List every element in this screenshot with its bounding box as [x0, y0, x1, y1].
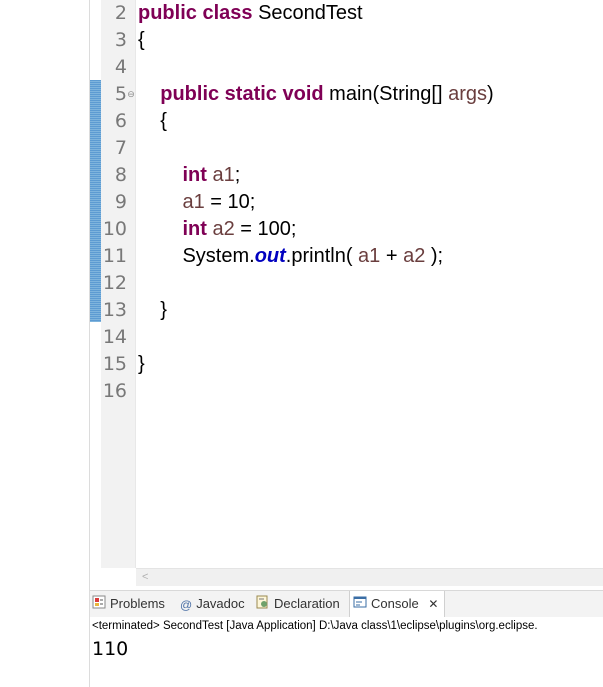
line-number: 12	[102, 272, 127, 294]
code-token: );	[425, 245, 444, 267]
code-line[interactable]: 3{	[0, 27, 603, 54]
code-text: int a1;	[138, 162, 240, 189]
view-gap	[90, 586, 603, 590]
code-token: .println(	[285, 245, 359, 267]
fold-toggle-icon[interactable]: ⊖	[127, 89, 135, 99]
console-output[interactable]: 110	[92, 638, 129, 660]
code-line[interactable]: 5⊖ public static void main(String[] args…	[0, 81, 603, 108]
tab-declaration-label: Declaration	[274, 596, 340, 611]
code-token: {	[138, 29, 145, 51]
code-token: {	[138, 110, 167, 132]
code-line[interactable]: 14	[0, 324, 603, 351]
scroll-left-arrow-icon[interactable]: <	[142, 571, 149, 583]
line-number: 2	[114, 2, 127, 24]
tab-declaration[interactable]: Declaration	[256, 591, 340, 617]
code-token: main(String[]	[329, 83, 449, 105]
javadoc-icon: @	[180, 597, 193, 612]
code-text: }	[138, 351, 145, 378]
line-number: 16	[102, 380, 127, 402]
tab-console[interactable]: Console ✕	[349, 591, 446, 618]
code-token	[138, 191, 182, 213]
keyword: public static void	[160, 83, 330, 105]
code-token: }	[138, 299, 167, 321]
code-line[interactable]: 7	[0, 135, 603, 162]
code-token: = 10;	[204, 191, 256, 213]
code-line[interactable]: 8 int a1;	[0, 162, 603, 189]
keyword: public class	[138, 2, 259, 24]
code-line[interactable]: 2 public class SecondTest	[0, 0, 603, 27]
line-number: 8	[114, 164, 127, 186]
quick-diff-change-bar	[90, 80, 101, 322]
code-text: int a2 = 100;	[138, 216, 296, 243]
line-number: 13	[102, 299, 127, 321]
code-text: public static void main(String[] args)	[138, 81, 494, 108]
line-number: 14	[102, 326, 127, 348]
code-line[interactable]: 10 int a2 = 100;	[0, 216, 603, 243]
line-number: 15	[102, 353, 127, 375]
line-number: 7	[114, 137, 127, 159]
code-line[interactable]: 13 }	[0, 297, 603, 324]
tab-problems-label: Problems	[110, 596, 165, 611]
code-token: SecondTest	[258, 2, 363, 24]
code-token: = 100;	[234, 218, 297, 240]
code-token: }	[138, 353, 145, 375]
code-token	[138, 164, 182, 186]
code-line[interactable]: 9 a1 = 10;	[0, 189, 603, 216]
code-line[interactable]: 15}	[0, 351, 603, 378]
code-line[interactable]: 16	[0, 378, 603, 405]
left-margin	[0, 0, 90, 687]
variable-ref: args	[448, 83, 487, 105]
code-token: +	[380, 245, 404, 267]
code-text: {	[138, 108, 167, 135]
code-line[interactable]: 6 {	[0, 108, 603, 135]
problems-icon	[92, 592, 106, 618]
line-number: 9	[114, 191, 127, 213]
code-token: System.	[138, 245, 255, 267]
code-token: ;	[234, 164, 241, 186]
variable-ref: a1	[212, 164, 235, 186]
variable-ref: a2	[403, 245, 426, 267]
variable-ref: a2	[212, 218, 235, 240]
tab-console-label: Console	[371, 596, 419, 611]
code-text: {	[138, 27, 145, 54]
line-number: 10	[102, 218, 127, 240]
ruler-divider	[135, 0, 136, 568]
tab-problems[interactable]: Problems	[92, 591, 165, 617]
code-line[interactable]: 4	[0, 54, 603, 81]
line-number: 4	[114, 56, 127, 78]
static-field: out	[254, 245, 286, 267]
code-line[interactable]: 12	[0, 270, 603, 297]
variable-ref: a1	[182, 191, 205, 213]
code-editor[interactable]	[90, 0, 603, 568]
line-number-ruler	[101, 0, 135, 568]
keyword: int	[182, 164, 213, 186]
line-number: 6	[114, 110, 127, 132]
console-status: <terminated> SecondTest [Java Applicatio…	[90, 617, 603, 635]
bottom-view-tabs: Problems @Javadoc Declaration Console ✕	[90, 590, 603, 618]
code-text: a1 = 10;	[138, 189, 255, 216]
code-text: System.out.println( a1 + a2 );	[138, 243, 443, 270]
line-number: 5	[114, 83, 127, 105]
line-number: 3	[114, 29, 127, 51]
tab-javadoc-label: Javadoc	[196, 596, 245, 611]
code-token	[138, 83, 160, 105]
horizontal-scrollbar[interactable]: <	[136, 568, 603, 586]
code-line[interactable]: 11 System.out.println( a1 + a2 );	[0, 243, 603, 270]
code-token	[138, 218, 182, 240]
left-border	[89, 0, 90, 687]
code-token: )	[487, 83, 494, 105]
tab-javadoc[interactable]: @Javadoc	[180, 591, 245, 617]
code-text: public class SecondTest	[138, 0, 363, 27]
close-icon[interactable]: ✕	[428, 597, 439, 611]
declaration-icon	[256, 592, 270, 618]
console-icon	[353, 592, 367, 618]
code-text: }	[138, 297, 167, 324]
variable-ref: a1	[358, 245, 381, 267]
line-number: 11	[102, 245, 127, 267]
keyword: int	[182, 218, 213, 240]
